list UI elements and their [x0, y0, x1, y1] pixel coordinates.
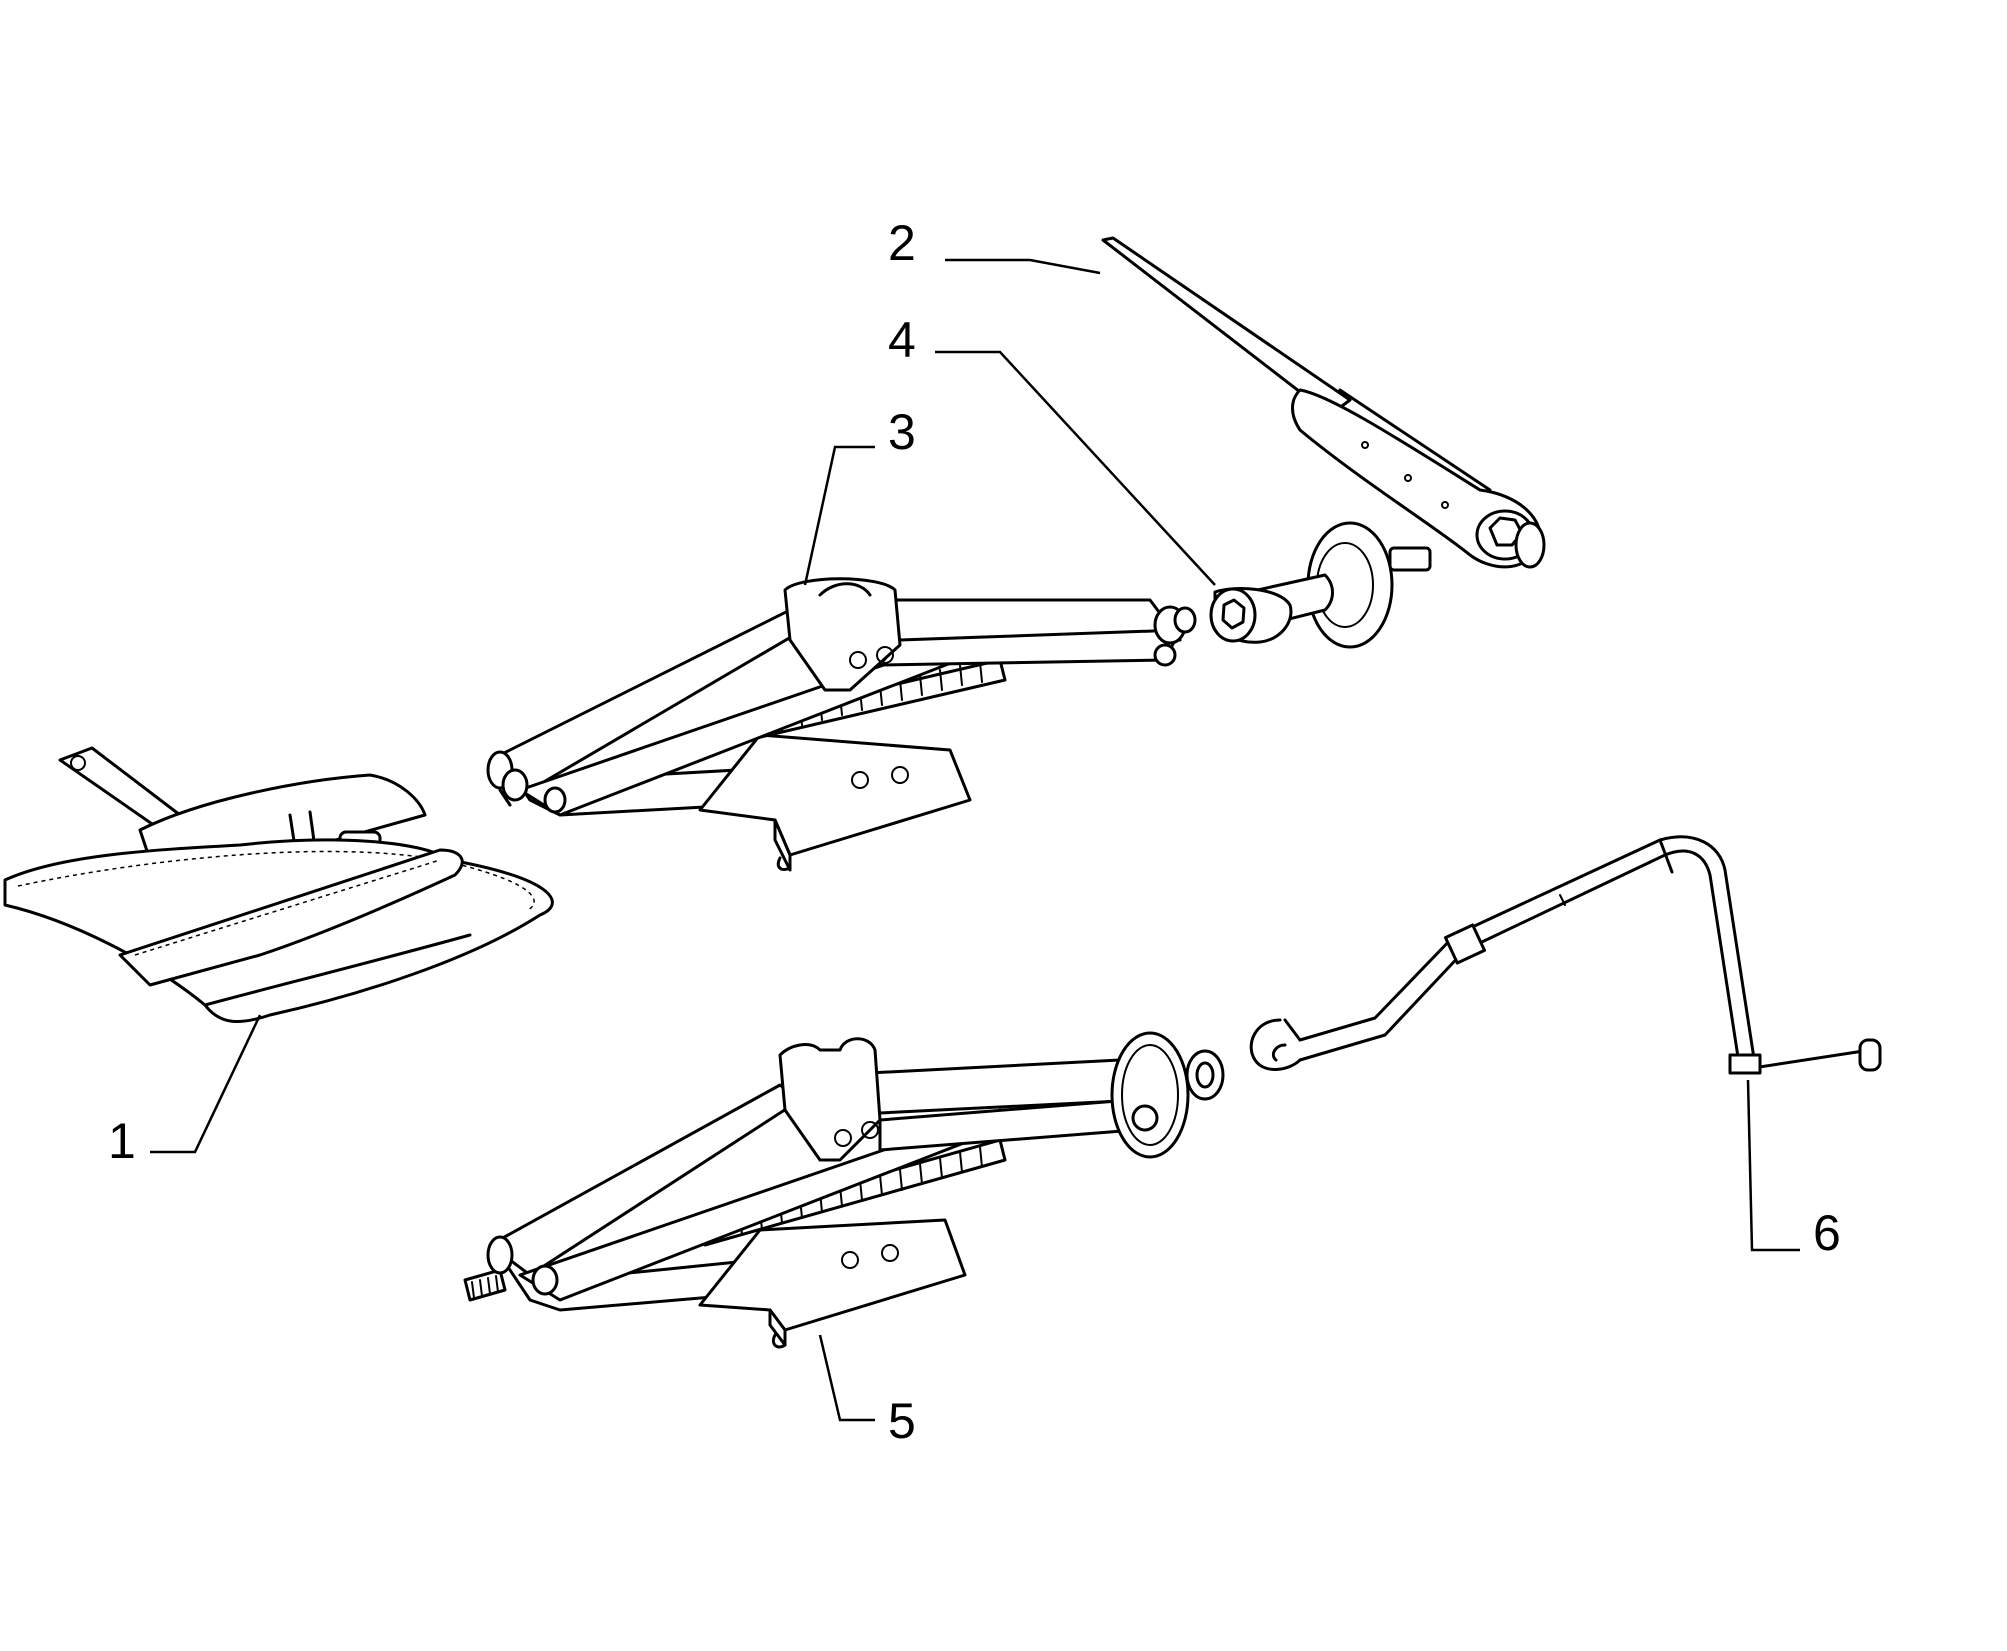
callout-2: 2: [888, 215, 916, 271]
jack-crank-handle[interactable]: [1249, 835, 1882, 1075]
tool-roll-bag[interactable]: [3, 746, 554, 1024]
leader-line-4: [935, 350, 1216, 586]
ratchet-handle[interactable]: [1101, 236, 1546, 569]
leader-line-3: [803, 445, 875, 586]
leader-line-6: [1746, 1079, 1800, 1252]
callout-1: 1: [108, 1113, 136, 1169]
callout-5: 5: [888, 1393, 916, 1449]
scissor-jack-upper[interactable]: [486, 577, 1197, 872]
callout-4: 4: [888, 312, 916, 368]
callout-3: 3: [888, 404, 916, 460]
socket-adaptor[interactable]: [1209, 521, 1432, 649]
leader-line-1: [150, 1014, 262, 1154]
leader-line-5: [818, 1334, 875, 1422]
leader-line-2: [945, 258, 1101, 275]
scissor-jack-lower[interactable]: [463, 1031, 1225, 1349]
callout-6: 6: [1813, 1205, 1841, 1261]
